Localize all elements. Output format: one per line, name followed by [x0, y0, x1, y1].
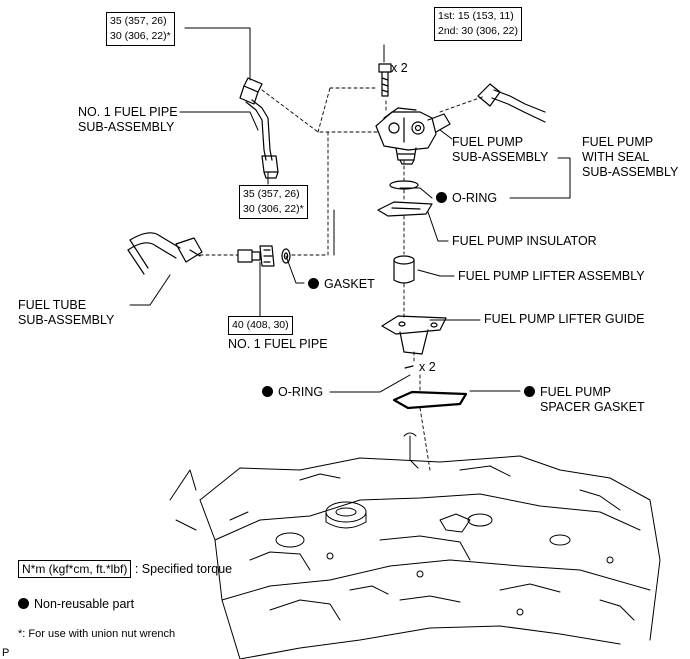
fuel-pump-insulator-label: FUEL PUMP INSULATOR	[452, 234, 597, 248]
torque-legend: N*m (kgf*cm, ft.*lbf) : Specified torque	[18, 560, 232, 578]
torque-value: 30 (306, 22)*	[110, 30, 171, 42]
spacer-gasket-drawing	[392, 390, 468, 410]
engine-drawing	[169, 432, 661, 659]
o-ring-lower-label: O-RING	[262, 385, 323, 400]
o-ring-quantity-label: x 2	[419, 360, 436, 374]
label-line: SUB-ASSEMBLY	[452, 150, 549, 164]
label-line: SUB-ASSEMBLY	[18, 313, 115, 327]
fuel-pump-spacer-gasket-label: FUEL PUMP SPACER GASKET	[524, 385, 645, 415]
corner-mark: P	[2, 647, 10, 659]
lifter-drawing	[393, 255, 415, 284]
bolt-quantity-label: x 2	[391, 61, 408, 75]
label-line: NO. 1 FUEL PIPE	[78, 105, 178, 119]
fuel-pump-sub-assembly-label: FUEL PUMP SUB-ASSEMBLY	[452, 135, 548, 165]
no1-fuel-pipe-sub-assembly-label: NO. 1 FUEL PIPE SUB-ASSEMBLY	[78, 105, 178, 135]
torque-value: 35 (357, 26)	[110, 15, 167, 27]
footnote: *: For use with union nut wrench	[18, 628, 176, 640]
torque-box-fuel-pipe-bottom: 35 (357, 26) 30 (306, 22)*	[239, 185, 308, 219]
union-bolt-drawing	[237, 245, 291, 267]
torque-box-pump-bolt: 1st: 15 (153, 11) 2nd: 30 (306, 22)	[434, 7, 522, 41]
torque-value: 40 (408, 30)	[232, 319, 289, 331]
torque-legend-text: : Specified torque	[134, 562, 233, 576]
non-reusable-legend-text: Non-reusable part	[34, 597, 135, 611]
torque-value: 35 (357, 26)	[243, 188, 300, 200]
fuel-tube-sub-assembly-drawing	[127, 232, 203, 275]
assembly-dashed-lines	[199, 87, 486, 471]
non-reusable-legend: Non-reusable part	[18, 597, 134, 612]
torque-unit-box: N*m (kgf*cm, ft.*lbf)	[18, 560, 132, 578]
non-reusable-dot-icon	[262, 386, 273, 397]
torque-box-fuel-pipe-top: 35 (357, 26) 30 (306, 22)*	[106, 12, 175, 46]
non-reusable-dot-icon	[18, 598, 29, 609]
torque-value: 1st: 15 (153, 11)	[438, 10, 514, 22]
label-text: GASKET	[324, 277, 375, 291]
insulator-drawing	[377, 201, 433, 217]
label-line: SPACER GASKET	[540, 400, 645, 414]
label-line: SUB-ASSEMBLY	[582, 165, 679, 179]
fuel-pump-with-seal-label: FUEL PUMP WITH SEAL SUB-ASSEMBLY	[582, 135, 678, 180]
label-line: WITH SEAL	[582, 150, 650, 164]
fuel-tube-sub-assembly-label: FUEL TUBE SUB-ASSEMBLY	[18, 298, 114, 328]
torque-value: 30 (306, 22)*	[243, 203, 304, 215]
lifter-guide-drawing	[381, 315, 447, 355]
non-reusable-dot-icon	[436, 192, 447, 203]
pump-bolt-drawing	[378, 63, 392, 97]
leader-lines	[129, 27, 571, 393]
no1-fuel-pipe-label: NO. 1 FUEL PIPE	[228, 337, 328, 351]
label-text: O-RING	[278, 385, 324, 399]
o-ring-lower-drawing	[404, 365, 414, 369]
label-line: FUEL PUMP	[452, 135, 524, 149]
label-line: FUEL PUMP	[582, 135, 654, 149]
non-reusable-dot-icon	[524, 386, 535, 397]
torque-value: 2nd: 30 (306, 22)	[438, 25, 518, 37]
torque-box-union-bolt: 40 (408, 30)	[228, 316, 293, 335]
gasket-label: GASKET	[308, 277, 375, 292]
label-text: O-RING	[452, 191, 498, 205]
fuel-pump-body-drawing	[375, 83, 546, 165]
label-line: FUEL TUBE	[18, 298, 87, 312]
fuel-pump-lifter-assembly-label: FUEL PUMP LIFTER ASSEMBLY	[458, 269, 645, 283]
fuel-pipe-sub-assembly-drawing	[239, 77, 279, 179]
o-ring-upper-label: O-RING	[436, 191, 497, 206]
o-ring-upper-drawing	[389, 180, 419, 190]
fuel-pump-lifter-guide-label: FUEL PUMP LIFTER GUIDE	[484, 312, 645, 326]
label-line: SUB-ASSEMBLY	[78, 120, 175, 134]
label-line: FUEL PUMP	[540, 385, 612, 399]
non-reusable-dot-icon	[308, 278, 319, 289]
